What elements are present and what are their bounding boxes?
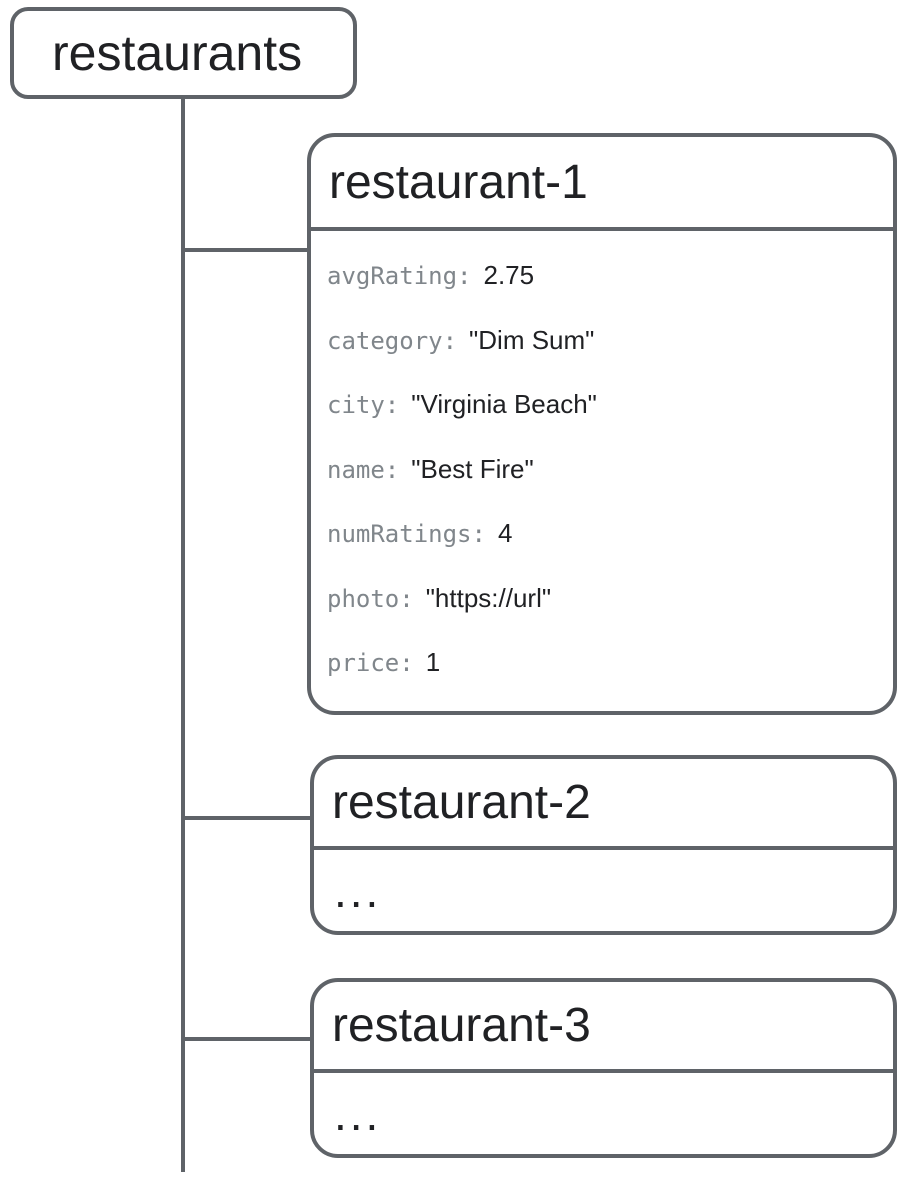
- connector-line-restaurant-3: [183, 1037, 312, 1041]
- field-value: 2.75: [483, 260, 535, 290]
- field-value: "https://url": [425, 582, 552, 613]
- tree-trunk-line: [181, 99, 185, 1172]
- field-value: 1: [425, 647, 441, 677]
- document-card-restaurant-3: restaurant-3 ...: [310, 978, 897, 1158]
- field-key: category:: [327, 326, 458, 355]
- field-row-category: category: "Dim Sum": [327, 308, 877, 373]
- field-value: 4: [497, 518, 513, 548]
- field-key: city:: [327, 391, 400, 419]
- collection-node-restaurants: restaurants: [10, 7, 357, 99]
- collection-label: restaurants: [52, 25, 303, 81]
- field-row-name: name: "Best Fire": [327, 437, 877, 502]
- document-body-ellipsis: ...: [334, 1087, 382, 1140]
- field-key: numRatings:: [327, 520, 486, 548]
- field-row-price: price: 1: [327, 630, 877, 695]
- document-body-ellipsis: ...: [334, 864, 382, 917]
- field-value: "Best Fire": [411, 453, 534, 484]
- document-title: restaurant-3: [314, 982, 893, 1073]
- field-key: avgRating:: [327, 262, 472, 290]
- field-value: "Virginia Beach": [411, 389, 597, 419]
- document-title: restaurant-2: [314, 759, 893, 850]
- connector-line-restaurant-2: [183, 816, 312, 820]
- field-key: price:: [327, 649, 414, 677]
- document-card-restaurant-1: restaurant-1 avgRating: 2.75 category: "Di…: [307, 133, 897, 715]
- field-row-photo: photo: "https://url": [327, 566, 877, 631]
- field-value: "Dim Sum": [469, 324, 595, 355]
- document-fields: avgRating: 2.75 category: "Dim Sum" city: "…: [311, 231, 893, 695]
- field-key: photo:: [327, 584, 414, 613]
- field-key: name:: [327, 455, 400, 484]
- field-row-numRatings: numRatings: 4: [327, 501, 877, 566]
- field-row-city: city: "Virginia Beach": [327, 372, 877, 437]
- document-card-restaurant-2: restaurant-2 ...: [310, 755, 897, 935]
- field-row-avgRating: avgRating: 2.75: [327, 243, 877, 308]
- document-title: restaurant-1: [311, 137, 893, 231]
- connector-line-restaurant-1: [183, 248, 309, 252]
